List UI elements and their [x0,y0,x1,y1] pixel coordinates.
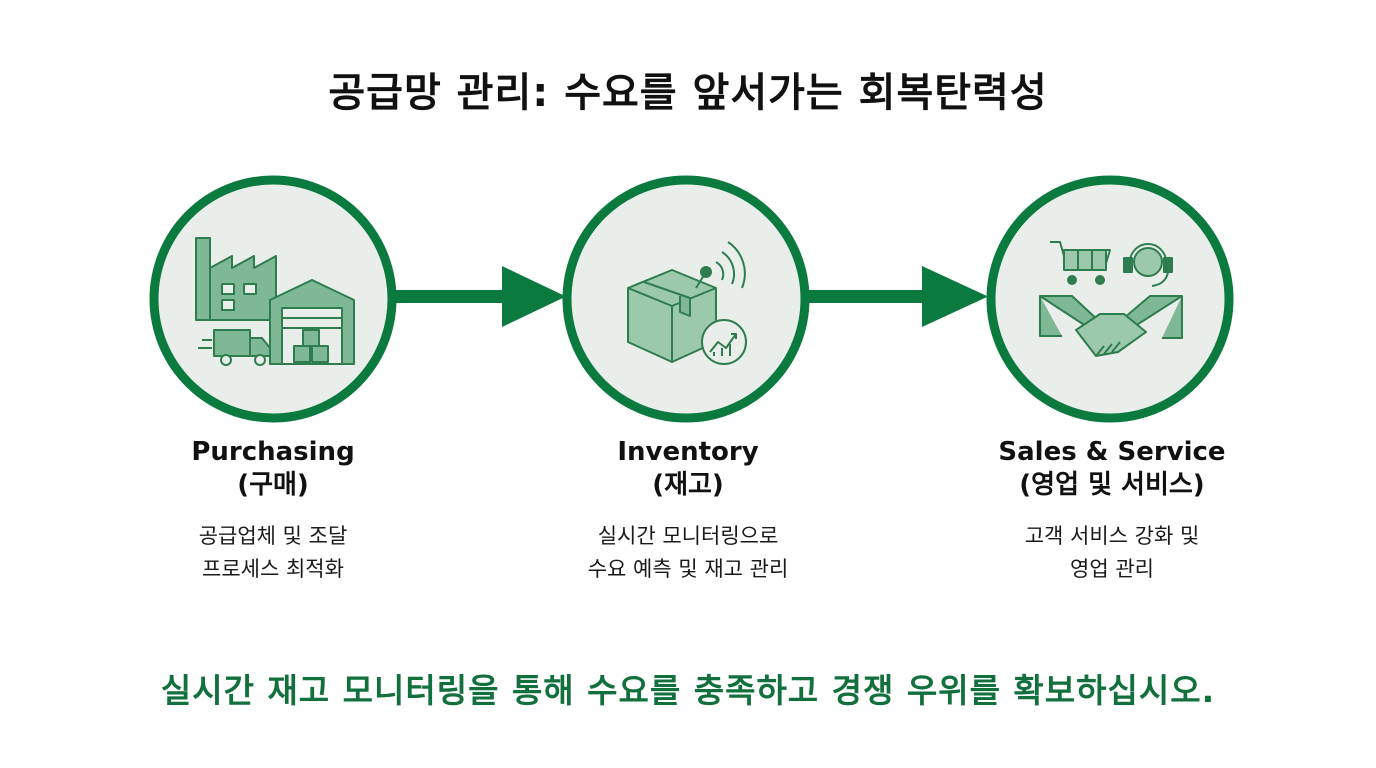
footer-message: 실시간 재고 모니터링을 통해 수요를 충족하고 경쟁 우위를 확보하십시오. [160,671,1216,710]
step-description-line: 영업 관리 [1070,557,1154,581]
cart-headset-handshake-icon [1039,241,1183,357]
page-title: 공급망 관리: 수요를 앞서가는 회복탄력성 [328,70,1048,116]
step-sales-service-text: Sales & Service (영업 및 서비스) 고객 서비스 강화 및 영… [962,436,1262,586]
step-subtitle: (영업 및 서비스) [1019,470,1205,500]
step-inventory-text: Inventory (재고) 실시간 모니터링으로 수요 예측 및 재고 관리 [538,436,838,586]
step-description: 고객 서비스 강화 및 영업 관리 [962,520,1262,586]
step-subtitle: (재고) [652,470,724,500]
step-subtitle: (구매) [237,470,309,500]
step-purchasing-text: Purchasing (구매) 공급업체 및 조달 프로세스 최적화 [123,436,423,586]
step-name: Sales & Service [998,437,1226,467]
step-description-line: 실시간 모니터링으로 [597,524,779,548]
step-description: 공급업체 및 조달 프로세스 최적화 [123,520,423,586]
arrow-2-to-3 [808,266,988,327]
factory-warehouse-truck-icon [195,237,355,366]
step-description-line: 공급업체 및 조달 [198,524,348,548]
step-circle-sales-service [986,175,1234,423]
step-name: Purchasing [191,437,355,467]
step-description-line: 고객 서비스 강화 및 [1024,524,1200,548]
step-description-line: 수요 예측 및 재고 관리 [587,557,789,581]
box-monitoring-icon [627,241,747,365]
step-description-line: 프로세스 최적화 [202,557,344,581]
step-description: 실시간 모니터링으로 수요 예측 및 재고 관리 [538,520,838,586]
step-name: Inventory [617,437,759,467]
arrow-1-to-2 [396,266,566,327]
